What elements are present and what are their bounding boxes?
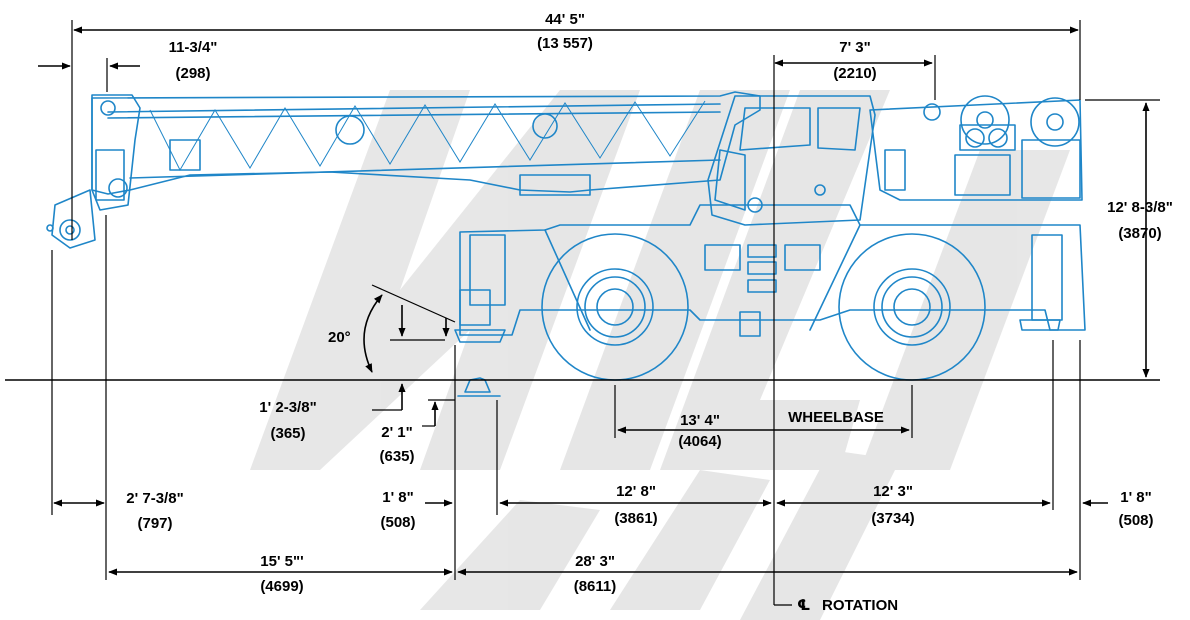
wheelbase-dimension: 13' 4" (4064) WHEELBASE: [614, 385, 913, 450]
rotation-to-rear-outrigger-ft: 12' 3": [873, 483, 913, 500]
outrigger-below-ft: 2' 1": [381, 424, 413, 441]
rotation-to-rear-ft: 7' 3": [839, 39, 871, 56]
centerline-symbol: ℄: [797, 597, 810, 614]
rotation-to-rear-outrigger-dimension: 12' 3" (3734): [776, 483, 1051, 527]
wheelbase-label: WHEELBASE: [788, 409, 884, 426]
front-to-rotation-mm: (3861): [614, 510, 657, 527]
wheelbase-mm: (4064): [678, 433, 721, 450]
boom-overhang-mm: (4699): [260, 578, 303, 595]
front-boom-overhang-ft: 2' 7-3/8": [126, 490, 183, 507]
boom-nose-ft: 11-3/4": [169, 39, 218, 56]
overall-length-mm: (13 557): [537, 35, 593, 52]
overall-height-dimension: 12' 8-3/8" (3870): [1085, 99, 1173, 378]
boom-nose-dimension: 11-3/4" (298): [38, 39, 217, 92]
front-to-rotation-ft: 12' 8": [616, 483, 656, 500]
outrigger-below-mm: (635): [379, 448, 414, 465]
ground-clearance-ft: 1' 2-3/8": [259, 399, 316, 416]
overall-height-ft: 12' 8-3/8": [1107, 199, 1173, 216]
wheelbase-ft: 13' 4": [680, 412, 720, 429]
front-boom-overhang-mm: (797): [137, 515, 172, 532]
boom: [91, 91, 761, 196]
boom-head: [46, 94, 141, 249]
outrigger-below-dimension: 2' 1" (635): [379, 399, 455, 465]
front-outrigger-ft: 1' 8": [382, 489, 414, 506]
watermark: [250, 90, 1070, 620]
rotation-to-rear-dimension: 7' 3" (2210): [774, 39, 936, 100]
overall-height-mm: (3870): [1118, 225, 1161, 242]
rotation-to-rear-mm: (2210): [833, 65, 876, 82]
rear-outrigger-dimension: 1' 8" (508): [1082, 489, 1154, 529]
overall-length-ft: 44' 5": [545, 11, 585, 28]
outrigger-span-ft: 28' 3": [575, 553, 615, 570]
front-boom-overhang-dimension: 2' 7-3/8" (797): [53, 490, 184, 532]
front-outrigger-dimension: 1' 8" (508): [380, 489, 453, 531]
ground-clearance-mm: (365): [270, 425, 305, 442]
overall-length-dimension: 44' 5" (13 557): [71, 11, 1081, 240]
rotation-to-rear-outrigger-mm: (3734): [871, 510, 914, 527]
upperworks: [869, 95, 1083, 201]
operator-cab: [707, 95, 876, 226]
rear-outrigger-ft: 1' 8": [1120, 489, 1152, 506]
front-to-rotation-dimension: 12' 8" (3861): [499, 483, 772, 527]
front-outrigger-mm: (508): [380, 514, 415, 531]
rear-outrigger-mm: (508): [1118, 512, 1153, 529]
ground-clearance-dimension: 1' 2-3/8" (365): [259, 383, 406, 442]
rotation-label: ROTATION: [822, 597, 898, 614]
carrier: [454, 204, 1086, 397]
boom-nose-mm: (298): [175, 65, 210, 82]
approach-angle-label: 20°: [328, 329, 351, 346]
outrigger-span-mm: (8611): [574, 578, 617, 595]
rotation-centerline: ℄ ROTATION: [773, 55, 898, 614]
outrigger-span-dimension: 28' 3" (8611): [457, 553, 1078, 595]
boom-overhang-dimension: 15' 5"' (4699): [108, 553, 453, 595]
extension-lines: [51, 215, 1081, 580]
approach-angle-dimension: 20°: [328, 284, 456, 373]
boom-overhang-ft: 15' 5"': [260, 553, 303, 570]
